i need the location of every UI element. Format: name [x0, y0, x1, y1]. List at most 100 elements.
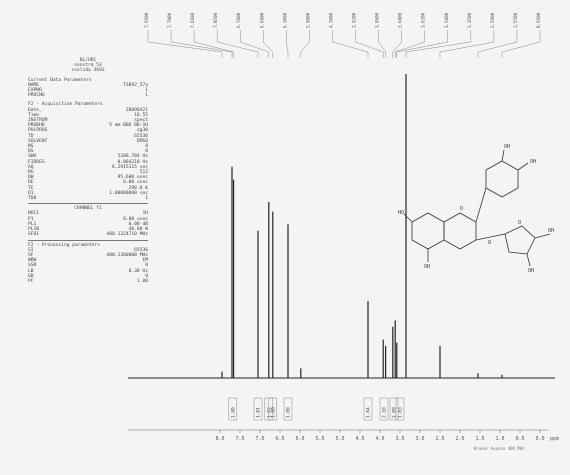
param-value: 400.1300000 MHz — [106, 252, 149, 258]
integral-value: 1.01 — [256, 407, 262, 418]
ppm-axis-label: ppm — [550, 436, 559, 442]
integral-box — [379, 397, 389, 421]
param-key: TD0 — [28, 196, 37, 202]
bond-sugar-ch2 — [534, 233, 551, 239]
peak-label: 2.5000 — [490, 12, 495, 28]
peak-label-leader — [239, 30, 270, 58]
integral-box — [268, 397, 278, 421]
param-value: 298.0 K — [128, 185, 148, 191]
axis-tick-label: 5.0 — [335, 436, 344, 442]
param-value: 6.2915115 sec — [112, 164, 148, 170]
param-value: spect — [134, 118, 148, 124]
param-key: LB — [28, 268, 34, 274]
peak-label: 7.0500 — [213, 12, 218, 28]
param-value: 65536 — [134, 133, 148, 139]
ring-a — [411, 212, 445, 250]
integral-value: 1.03 — [398, 407, 404, 418]
separator-line — [28, 239, 148, 241]
ring-c — [443, 212, 477, 250]
param-value: DMSO — [136, 138, 148, 144]
param-key: NS — [28, 144, 34, 150]
param-row: D1 1.00000000 sec — [28, 191, 148, 196]
peak-label-leader — [170, 30, 233, 58]
param-value: 0.064210 Hz — [117, 159, 148, 165]
param-key: WDW — [28, 258, 37, 264]
param-value: 20090421 — [125, 107, 148, 113]
atom-label: OH — [528, 268, 534, 274]
param-key: AQ — [28, 164, 34, 170]
param-key: P1 — [28, 216, 34, 222]
integral-box — [283, 397, 293, 421]
peak-label: 1.5500 — [513, 12, 518, 28]
peak-label-leader — [501, 30, 541, 58]
acq-params-title: F2 - Acquisition Parameters — [28, 102, 103, 108]
param-key: NAME — [28, 82, 40, 88]
param-key: SOLVENT — [28, 138, 48, 144]
peak-label: 6.7800 — [236, 12, 241, 28]
param-value: 1.00000000 sec — [109, 190, 148, 196]
atom-label: OH — [530, 159, 536, 165]
axis-tick-label: 1.0 — [495, 436, 504, 442]
param-key: SWH — [28, 154, 37, 160]
sugar-ring — [504, 225, 536, 255]
param-key: INSTRUM — [28, 118, 48, 124]
axis-tick-label: 8.0 — [215, 436, 224, 442]
param-key: PL1 — [28, 221, 37, 227]
param-key: PROBHD — [28, 123, 45, 129]
param-value: zg30 — [136, 128, 148, 134]
peak-label-leader — [378, 30, 386, 58]
peak-label: 6.3000 — [282, 12, 287, 28]
integral-value: 1.00 — [286, 407, 292, 418]
current-params-title: Current Data Parameters — [28, 77, 92, 83]
integral-box — [363, 397, 373, 421]
param-key: PL1W — [28, 227, 40, 233]
peak-label-leader — [355, 30, 384, 58]
peak-label-leader — [300, 30, 310, 58]
peak-label: 7.6600 — [190, 12, 195, 28]
param-value: 0.00 dB — [128, 221, 148, 227]
integral-value: 2.09 — [392, 407, 398, 418]
peak-label: 0.9500 — [536, 12, 541, 28]
param-key: EXPNO — [28, 88, 42, 94]
axis-tick-label: 4.0 — [375, 436, 384, 442]
param-row: PL1 0.00 dB — [28, 222, 148, 227]
param-value: 8 — [145, 144, 148, 150]
peak-label-leader — [405, 30, 472, 58]
peak-label: 3.6800 — [398, 12, 403, 28]
peak-label: 3.9200 — [352, 12, 357, 28]
param-value: 400.1324710 MHz — [106, 232, 149, 238]
integral-value: 1.04 — [366, 407, 372, 418]
peak-label: 7.9500 — [144, 12, 149, 28]
peak-label-leader — [286, 30, 289, 58]
peak-label: 5.9800 — [305, 12, 310, 28]
param-value: 5208.784 Hz — [117, 154, 148, 160]
peak-label-leader — [396, 30, 449, 58]
atom-label: O — [518, 220, 521, 226]
param-key: D1 — [28, 190, 34, 196]
peak-label: 6.6800 — [259, 12, 264, 28]
param-row: AQ 6.2915115 sec — [28, 165, 148, 170]
axis-tick-label: 6.5 — [275, 436, 284, 442]
integral-box — [228, 397, 238, 421]
peak-label: 3.8600 — [375, 12, 380, 28]
param-key: PC — [28, 278, 34, 284]
